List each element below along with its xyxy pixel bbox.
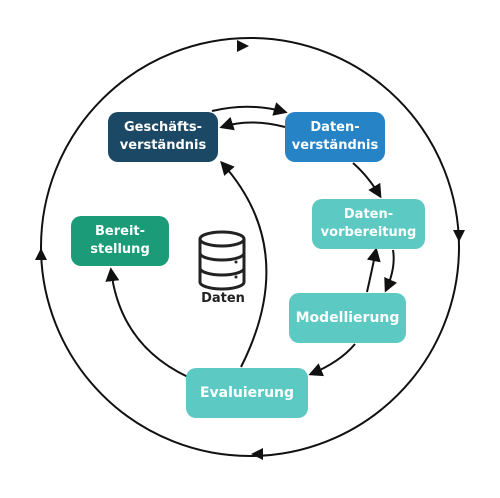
edge-model-to-eval: [308, 343, 356, 377]
edge-data-to-business: [219, 116, 286, 131]
outer-cycle-arrow-top: [237, 40, 249, 52]
edge-model-to-prep: [366, 247, 381, 293]
outer-cycle-ring: [40, 37, 460, 457]
node-data-understanding: Daten- verständnis: [285, 112, 385, 162]
node-modeling: Modellierung: [289, 293, 406, 343]
center-data-label: Daten: [201, 291, 245, 306]
node-modeling-label: Modellierung: [295, 310, 400, 326]
outer-cycle-arrow-right: [453, 230, 465, 242]
node-data-preparation-line1: Daten-: [343, 207, 394, 222]
node-data-preparation-line2: vorbereitung: [320, 225, 417, 240]
edge-data-to-prep: [352, 162, 382, 199]
edge-eval-to-deploy: [105, 267, 189, 378]
node-data-understanding-line2: verständnis: [291, 138, 379, 153]
node-business-understanding-line1: Geschäfts-: [124, 120, 202, 135]
node-data-preparation: Daten- vorbereitung: [312, 199, 425, 249]
node-evaluation: Evaluierung: [186, 368, 308, 418]
database-icon: [198, 230, 246, 291]
node-deployment-line1: Bereit-: [94, 224, 146, 239]
node-business-understanding-line2: verständnis: [119, 138, 207, 153]
node-deployment-line2: stellung: [90, 242, 150, 257]
edge-eval-to-business: [220, 160, 268, 368]
node-evaluation-label: Evaluierung: [199, 385, 295, 401]
outer-cycle-arrow-left: [35, 248, 47, 260]
node-deployment: Bereit- stellung: [71, 216, 169, 266]
edge-prep-to-model: [384, 249, 398, 293]
node-data-understanding-line1: Daten-: [310, 120, 360, 135]
edge-business-to-data: [211, 102, 288, 116]
node-business-understanding: Geschäfts- verständnis: [108, 112, 218, 162]
outer-cycle-arrow-bottom: [251, 448, 263, 460]
